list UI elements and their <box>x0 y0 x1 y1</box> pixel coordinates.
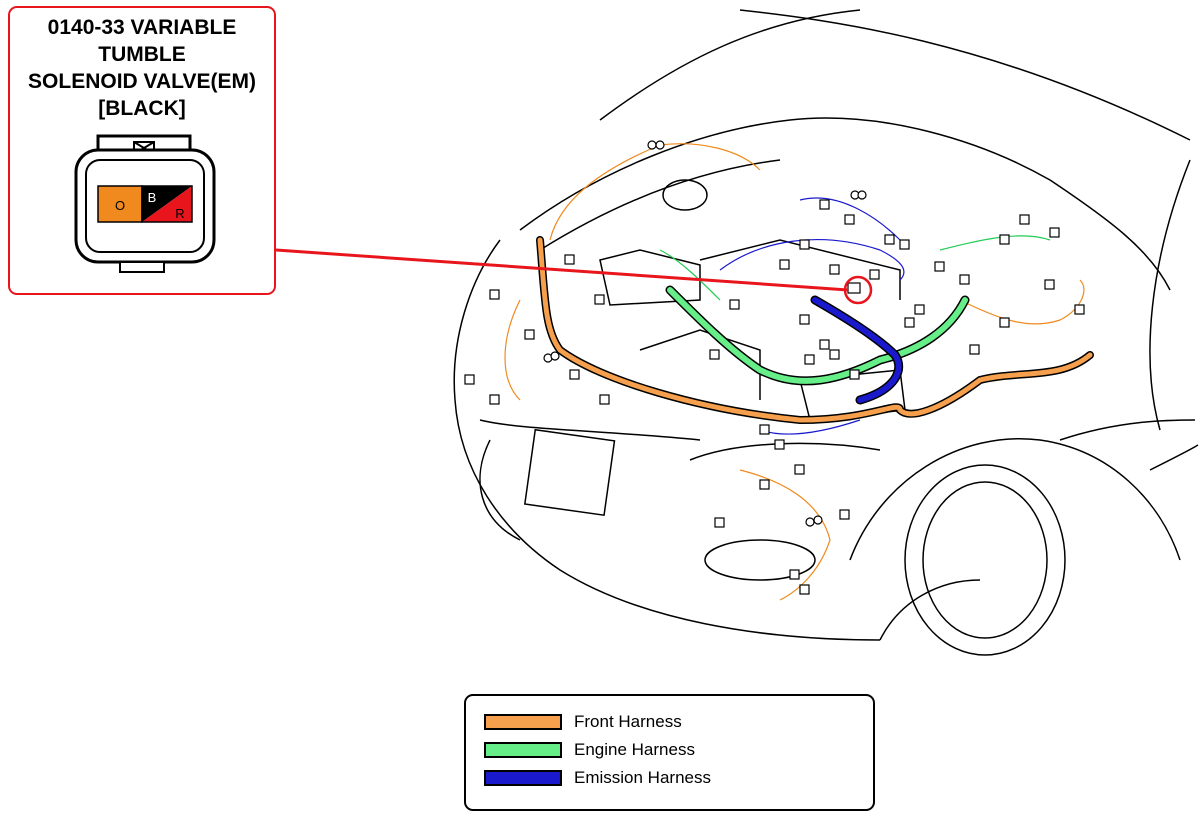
legend-label-engine: Engine Harness <box>574 740 695 759</box>
connector-face-diagram: O B R <box>74 134 216 273</box>
callout-leader-line <box>275 248 849 292</box>
connector-highlight-circle <box>843 275 873 305</box>
connector-title-line-4: [BLACK] <box>98 97 186 120</box>
front-harness <box>536 236 1094 425</box>
legend-label-front: Front Harness <box>574 712 682 731</box>
connector-title-line-1: 0140-33 VARIABLE <box>47 16 237 39</box>
engine-harness <box>665 285 970 386</box>
harness-legend: Front Harness Engine Harness Emission Ha… <box>464 694 875 811</box>
legend-item-front-harness: Front Harness <box>484 710 682 734</box>
engine-harness-swatch <box>484 742 562 758</box>
pin-label-b: B <box>148 190 157 205</box>
connector-title-line-2: TUMBLE <box>98 43 186 66</box>
connector-callout: 0140-33 VARIABLE TUMBLE SOLENOID VALVE(E… <box>8 6 276 295</box>
connectors <box>464 140 1085 595</box>
legend-item-engine-harness: Engine Harness <box>484 738 695 762</box>
pin-label-r: R <box>175 206 184 221</box>
emission-harness <box>810 295 904 405</box>
emission-harness-swatch <box>484 770 562 786</box>
pin-r <box>142 186 192 222</box>
connector-title-line-3: SOLENOID VALVE(EM) <box>28 70 256 93</box>
legend-label-emission: Emission Harness <box>574 768 711 787</box>
pin-label-o: O <box>115 198 125 213</box>
front-harness-swatch <box>484 714 562 730</box>
pin-o <box>97 185 143 223</box>
connector-title: 0140-33 VARIABLE TUMBLE SOLENOID VALVE(E… <box>10 14 274 122</box>
legend-item-emission-harness: Emission Harness <box>484 766 711 790</box>
car-outline <box>453 9 1199 656</box>
